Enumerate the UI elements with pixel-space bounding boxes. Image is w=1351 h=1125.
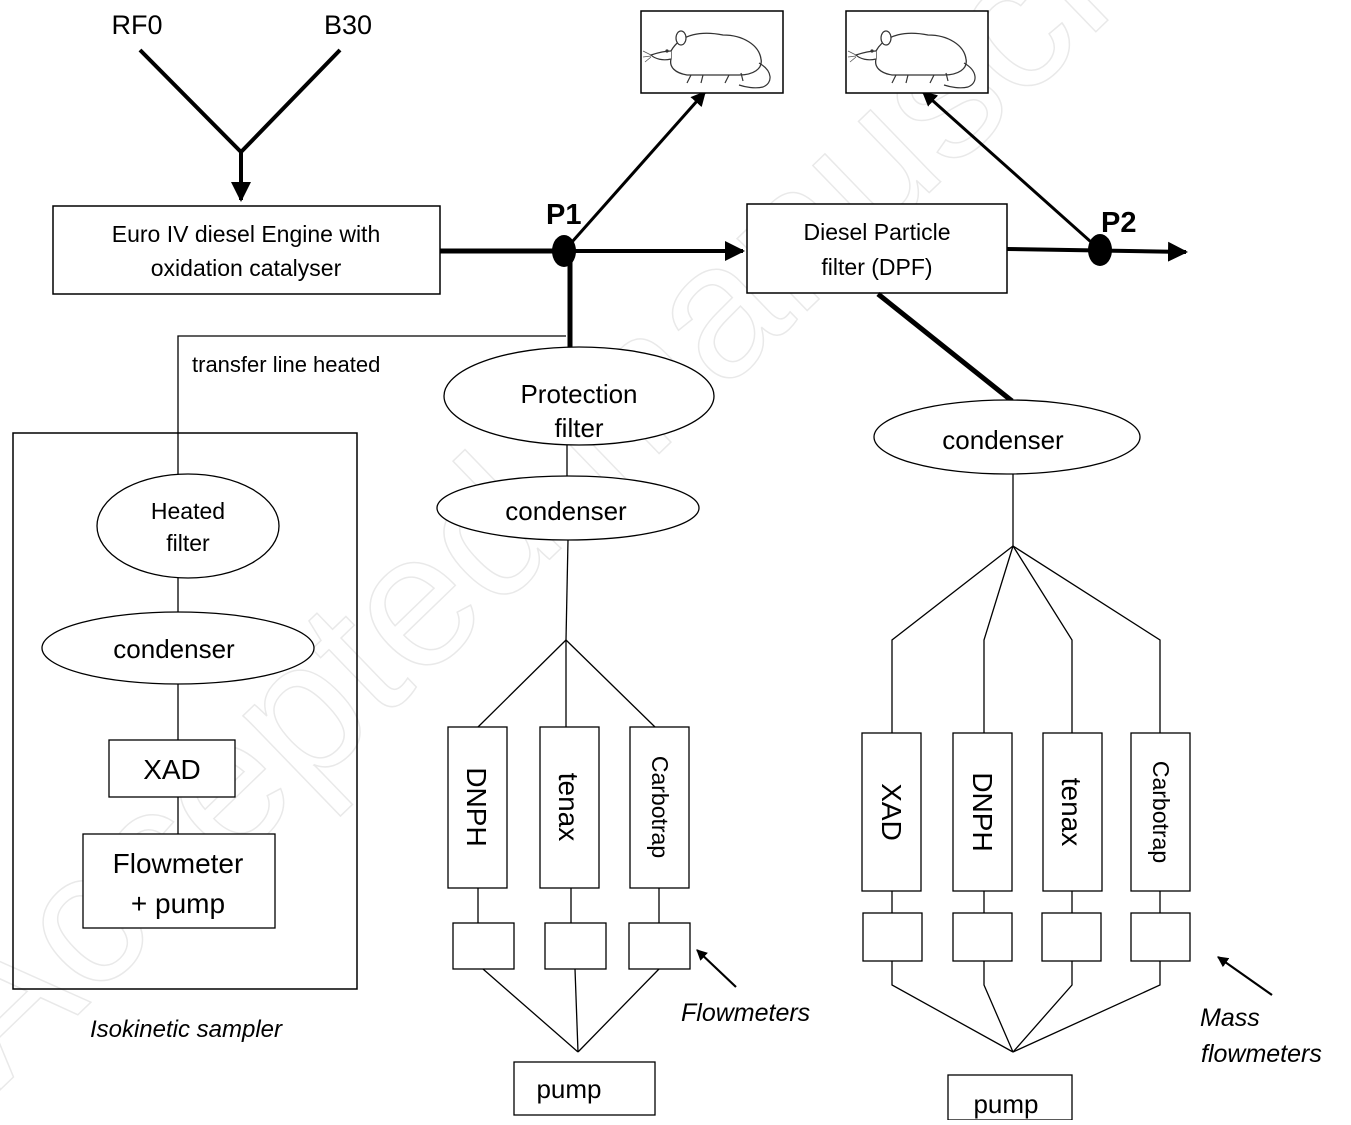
sorbent-tube-tenax-p1 [539, 726, 600, 889]
engine-label-line1: Euro IV diesel Engine with [112, 221, 381, 247]
mass-flowmeter-p2 [862, 912, 923, 962]
dpf-box: Diesel Particle filter (DPF) [746, 203, 1008, 294]
condenser-p1-label: condenser [505, 496, 627, 526]
fuel-inputs: RF0 B30 [111, 10, 372, 202]
sorbent-tube-dnph-p1-label: DNPH [461, 767, 492, 846]
engine-box: Euro IV diesel Engine with oxidation cat… [52, 205, 441, 295]
engine-label-line2: oxidation catalyser [151, 255, 342, 281]
fuel-label-rf0: RF0 [111, 10, 162, 40]
protection-filter-label-line1: Protection [520, 379, 637, 409]
sorbent-tube-carbotrap-p2-label: Carbotrap [1148, 761, 1174, 863]
condenser-p2 [873, 399, 1141, 475]
p1-sampling-branch: Protection filter condenser DNPH tenax C… [436, 262, 810, 1116]
rat-icon [640, 10, 784, 94]
sorbent-tube-carbotrap-p1 [629, 726, 690, 889]
xad-cartridge-isokinetic [108, 739, 236, 798]
fuel-label-b30: B30 [324, 10, 372, 40]
exposure-arrow-p2 [921, 90, 1101, 252]
sampling-point-p2-label: P2 [1101, 207, 1136, 239]
condenser-isokinetic-label: condenser [113, 634, 235, 664]
sorbent-tube-carbotrap-p1-label: Carbotrap [647, 756, 673, 858]
fuel-line-rf0 [138, 48, 243, 154]
mass-flowmeter-p2 [952, 912, 1013, 962]
flowmeter-pump-isokinetic [82, 833, 276, 929]
heated-filter-label-line1: Heated [151, 498, 225, 524]
sorbent-tube-tenax-p2-label: tenax [1056, 778, 1087, 847]
exposure-arrow-p1 [562, 90, 707, 252]
mass-flowmeters-caption-line1: Mass [1200, 1004, 1260, 1032]
flowmeter-p1 [628, 922, 691, 970]
flowmeter-p1 [452, 922, 515, 970]
flowmeter-pump-label-line2: + pump [131, 888, 225, 919]
sorbent-tube-dnph-p2 [952, 732, 1013, 892]
heated-filter-label-line2: filter [166, 530, 210, 556]
dpf-sampling-line [876, 292, 1014, 403]
heated-filter [96, 473, 280, 579]
protection-filter [443, 346, 715, 446]
xad-cartridge-isokinetic-label: XAD [143, 754, 201, 785]
flowmeters-pointer-arrow [696, 949, 737, 988]
sampling-point-p1-label: P1 [546, 199, 581, 231]
transfer-line-label: transfer line heated [192, 352, 380, 377]
mass-flowmeter-p2 [1130, 912, 1191, 962]
dpf-label-line2: filter (DPF) [821, 254, 932, 280]
sorbent-tube-tenax-p1-label: tenax [553, 773, 584, 842]
transfer-line [177, 335, 566, 474]
sorbent-tube-xad-p2 [861, 732, 922, 892]
sorbent-tube-dnph-p1 [447, 726, 508, 889]
isokinetic-branch: transfer line heated Heated filter conde… [12, 335, 566, 1043]
rat-icon [845, 10, 989, 94]
condenser-p2-label: condenser [942, 425, 1064, 455]
isokinetic-sampler-box [12, 432, 358, 990]
protection-filter-label-line2: filter [554, 413, 603, 443]
pump-p2-label: pump [973, 1089, 1038, 1119]
sorbent-tube-tenax-p2 [1042, 732, 1103, 892]
dpf-label-line1: Diesel Particle [804, 219, 951, 245]
pump-p1-label: pump [536, 1074, 601, 1104]
mass-flowmeters-pointer-arrow [1217, 956, 1273, 996]
isokinetic-sampler-caption: Isokinetic sampler [90, 1016, 283, 1043]
pump-p2 [947, 1074, 1073, 1121]
flowmeter-pump-label-line1: Flowmeter [113, 848, 244, 879]
mass-flowmeters-caption-line2: flowmeters [1201, 1040, 1322, 1068]
flowmeters-caption: Flowmeters [681, 999, 810, 1027]
fuel-line-b30 [239, 48, 342, 154]
flowmeter-p1 [544, 922, 607, 970]
sorbent-tube-carbotrap-p2 [1130, 732, 1191, 892]
p2-sampling-branch: condenser XAD DNPH tenax Carbotrap pump … [861, 292, 1322, 1121]
pump-p1 [513, 1061, 656, 1116]
sorbent-tube-dnph-p2-label: DNPH [967, 772, 998, 851]
sorbent-tube-xad-p2-label: XAD [876, 783, 907, 841]
mass-flowmeter-p2 [1041, 912, 1102, 962]
